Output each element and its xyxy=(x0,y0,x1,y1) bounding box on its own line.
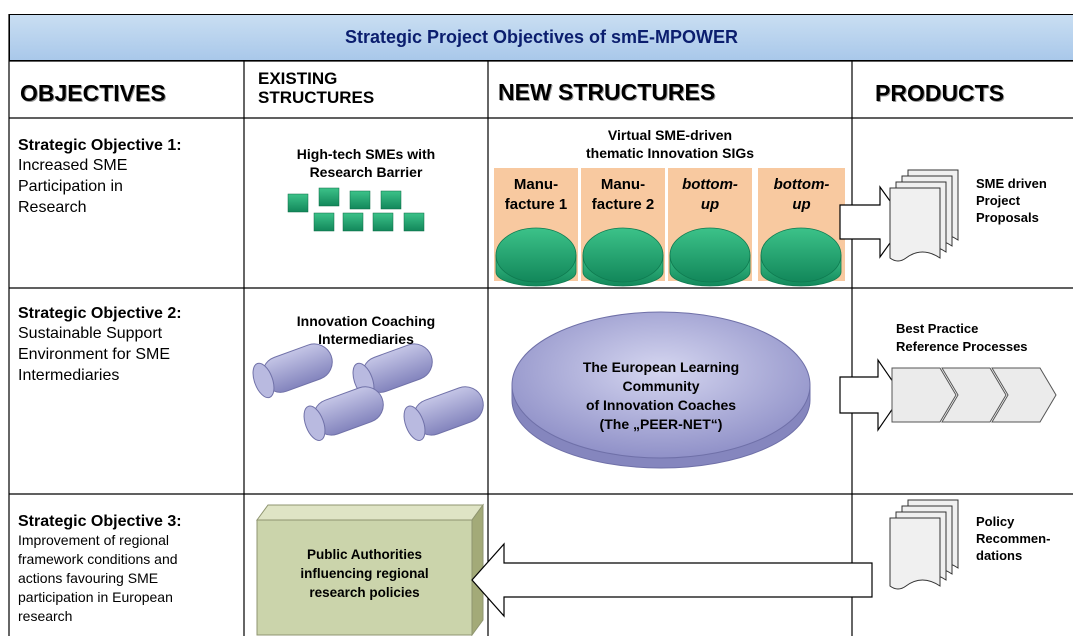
sig-2-line1: Manu- xyxy=(600,176,646,193)
product-1-line2: Project xyxy=(976,193,1021,208)
authority-box xyxy=(256,503,484,636)
product-1-line1: SME driven xyxy=(976,176,1047,191)
objective-1-line3: Research xyxy=(18,199,87,216)
objective-3-line4: participation in European xyxy=(18,589,173,605)
objective-1: Strategic Objective 1: Increased SME Par… xyxy=(18,137,238,218)
objective-3-line1: Improvement of regional xyxy=(18,532,169,548)
product-1-line3: Proposals xyxy=(976,210,1039,225)
diagram-title-text: Strategic Project Objectives of smE-MPOW… xyxy=(344,27,739,47)
objective-3-line5: research xyxy=(18,608,73,624)
sig-discs xyxy=(495,227,842,287)
new-1-label: Virtual SME-driven thematic Innovation S… xyxy=(488,126,852,162)
objective-3-title: Strategic Objective 3: xyxy=(18,513,182,530)
table-grid xyxy=(8,14,1073,636)
new-2-line1: The European Learning xyxy=(582,359,740,375)
new-1-line2: thematic Innovation SIGs xyxy=(585,145,755,161)
arrow-left-icon xyxy=(471,542,873,618)
objective-2-line1: Sustainable Support xyxy=(18,325,163,342)
sig-1-label: Manu- facture 1 xyxy=(494,175,578,215)
process-chevrons-icon xyxy=(891,367,1057,423)
sig-4-line1: bottom- xyxy=(773,176,830,193)
header-new-structures: NEW STRUCTURES xyxy=(498,79,716,105)
product-1-label: SME driven Project Proposals xyxy=(976,175,1047,226)
header-products: PRODUCTS xyxy=(875,80,1005,106)
sig-1-line1: Manu- xyxy=(513,176,559,193)
product-3-line2: Recommen- xyxy=(976,531,1051,546)
peer-net-disc xyxy=(511,311,811,469)
new-1-line1: Virtual SME-driven xyxy=(607,127,733,143)
objective-3: Strategic Objective 3: Improvement of re… xyxy=(18,513,242,626)
sig-3-label: bottom- up xyxy=(668,175,752,215)
header-objectives: OBJECTIVES xyxy=(20,80,166,106)
existing-1-label: High-tech SMEs with Research Barrier xyxy=(244,145,488,181)
product-3-label: Policy Recommen- dations xyxy=(976,513,1050,564)
header-existing: EXISTING STRUCTURES xyxy=(258,69,374,107)
product-3-line3: dations xyxy=(976,548,1023,563)
objective-2-title: Strategic Objective 2: xyxy=(18,305,182,322)
objective-2: Strategic Objective 2: Sustainable Suppo… xyxy=(18,305,238,386)
sig-2-label: Manu- facture 2 xyxy=(581,175,665,215)
existing-3-line3: research policies xyxy=(309,585,420,600)
existing-2-label: Innovation Coaching Intermediaries xyxy=(244,312,488,348)
objective-2-line2: Environment for SME xyxy=(18,346,171,363)
objective-1-line2: Participation in xyxy=(18,178,123,195)
sme-cubes-icon xyxy=(287,187,425,232)
policy-document-icon xyxy=(889,499,959,590)
new-2-line2: Community xyxy=(622,378,700,394)
objective-2-line3: Intermediaries xyxy=(18,367,120,384)
document-stack-icon xyxy=(889,169,959,262)
new-2-label: The European Learning Community of Innov… xyxy=(512,358,810,434)
intermediary-cylinders xyxy=(252,343,484,441)
sig-2-line2: facture 2 xyxy=(591,196,655,213)
sig-4-label: bottom- up xyxy=(758,175,845,215)
sig-3-line2: up xyxy=(700,196,720,213)
sig-3-line1: bottom- xyxy=(682,176,738,193)
sig-4-line2: up xyxy=(792,196,811,213)
header-existing-line2: STRUCTURES xyxy=(258,88,375,107)
product-2-line1: Best Practice xyxy=(896,321,979,336)
product-2-label: Best Practice Reference Processes xyxy=(896,320,1028,356)
arrow-right-icon-2 xyxy=(839,358,903,432)
existing-2-line2: Intermediaries xyxy=(318,331,414,347)
existing-3-line2: influencing regional xyxy=(300,566,429,581)
new-2-line4: (The „PEER-NET“) xyxy=(599,416,723,432)
existing-3-label: Public Authorities influencing regional … xyxy=(257,545,472,602)
sig-1-line2: facture 1 xyxy=(504,196,568,213)
header-existing-line1: EXISTING xyxy=(258,69,338,88)
existing-1-line1: High-tech SMEs with xyxy=(296,146,436,162)
new-2-line3: of Innovation Coaches xyxy=(585,397,737,413)
product-3-line1: Policy xyxy=(976,514,1015,529)
diagram-title: Strategic Project Objectives of smE-MPOW… xyxy=(9,14,1073,61)
product-2-line2: Reference Processes xyxy=(896,339,1028,354)
objective-1-title: Strategic Objective 1: xyxy=(18,137,182,154)
existing-3-line1: Public Authorities xyxy=(306,547,422,562)
objective-1-line1: Increased SME xyxy=(18,157,128,174)
objective-3-line2: framework conditions and xyxy=(18,551,178,567)
existing-2-line1: Innovation Coaching xyxy=(296,313,436,329)
existing-1-line2: Research Barrier xyxy=(309,164,423,180)
objective-3-line3: actions favouring SME xyxy=(18,570,159,586)
